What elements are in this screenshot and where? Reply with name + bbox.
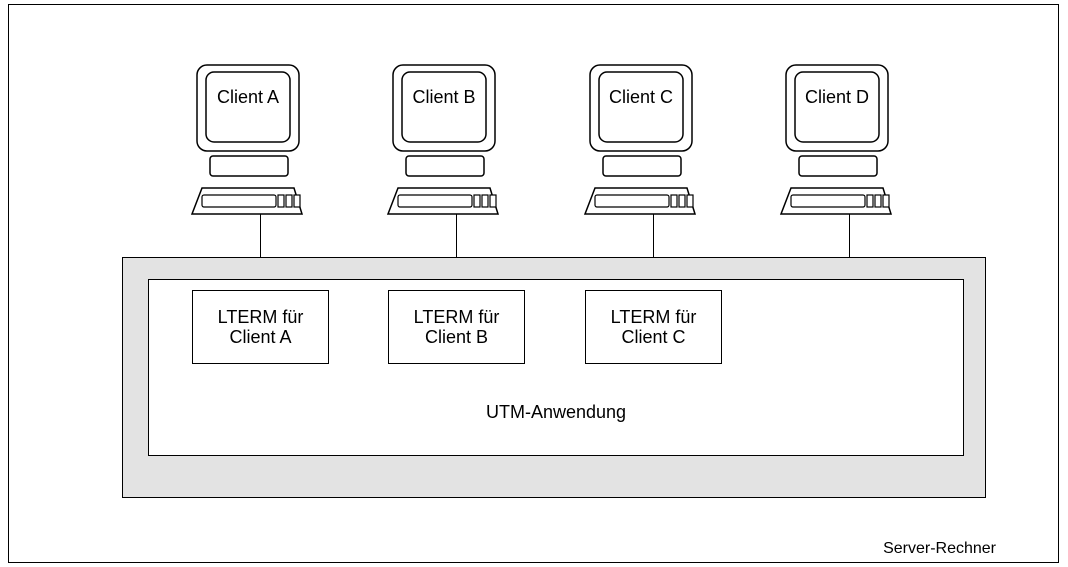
lterm-label: LTERM für (217, 307, 304, 327)
client-computer-b: Client B (386, 60, 548, 220)
connector-line-a (260, 211, 261, 258)
client-computer-a: Client A (190, 60, 352, 220)
lterm-label: LTERM für (413, 307, 500, 327)
computer-icon (583, 64, 697, 215)
client-label: Client B (412, 87, 476, 107)
client-label: Client D (804, 87, 870, 107)
connector-line-b (456, 211, 457, 258)
lterm-label: LTERM für (610, 307, 697, 327)
server-label: Server-Rechner (883, 540, 996, 557)
lterm-box-a: LTERM für Client A (192, 290, 329, 364)
connector-line-c (653, 211, 654, 258)
computer-icon (190, 64, 304, 215)
client-label: Client A (216, 87, 280, 107)
connector-line-d (849, 211, 850, 258)
lterm-client-label: Client A (229, 327, 292, 347)
client-computer-c: Client C (583, 60, 745, 220)
lterm-box-b: LTERM für Client B (388, 290, 525, 364)
computer-icon (386, 64, 500, 215)
client-label: Client C (608, 87, 674, 107)
application-label: UTM-Anwendung (485, 402, 627, 422)
client-computer-d: Client D (779, 60, 941, 220)
computer-icon (779, 64, 893, 215)
lterm-box-c: LTERM für Client C (585, 290, 722, 364)
lterm-client-label: Client C (621, 327, 686, 347)
lterm-client-label: Client B (424, 327, 489, 347)
